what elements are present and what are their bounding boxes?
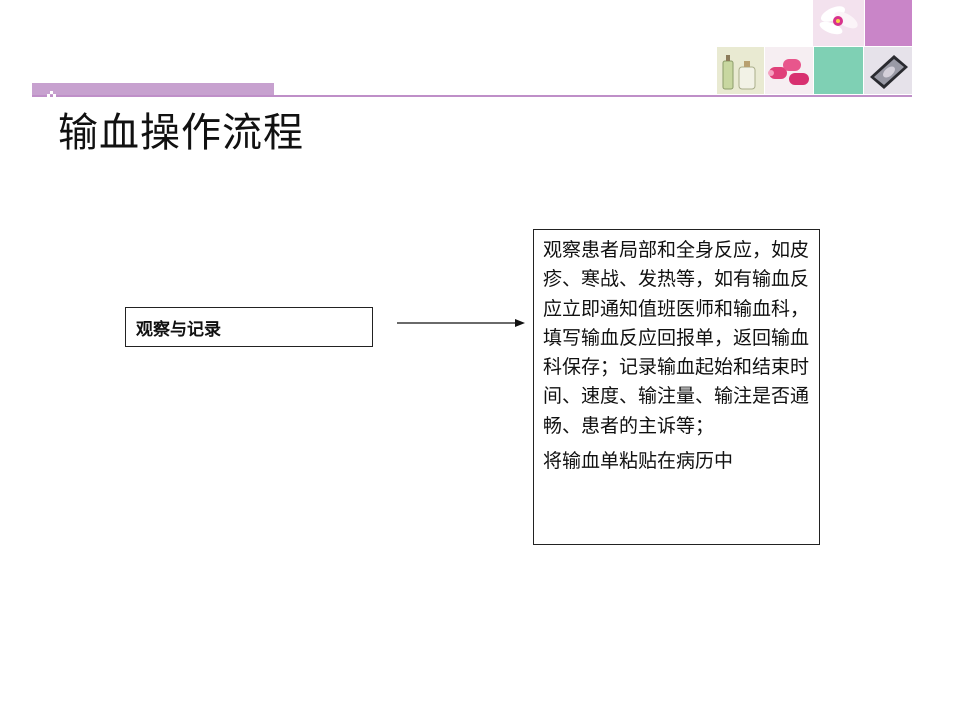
compact-mirror-image [864, 47, 912, 94]
flow-arrow [397, 315, 527, 334]
flow-detail-box: 观察患者局部和全身反应，如皮疹、寒战、发热等，如有输血反应立即通知值班医师和输血… [533, 229, 820, 545]
detail-paragraph: 观察患者局部和全身反应，如皮疹、寒战、发热等，如有输血反应立即通知值班医师和输血… [543, 239, 810, 437]
purple-tile-top [865, 0, 912, 46]
perfume-bottles-image [717, 47, 764, 94]
flow-step-box: 观察与记录 [125, 307, 373, 347]
green-tile [814, 47, 863, 94]
diamond-bullet-icon [47, 85, 56, 100]
pink-rollers-image [765, 47, 813, 94]
flow-step-label: 观察与记录 [136, 319, 221, 340]
header-accent-bar [32, 83, 274, 96]
detail-paragraph: 将输血单粘贴在病历中 [543, 450, 734, 473]
page-title: 输血操作流程 [58, 110, 304, 156]
header-divider [32, 95, 912, 97]
orchid-flower-image [813, 0, 864, 46]
